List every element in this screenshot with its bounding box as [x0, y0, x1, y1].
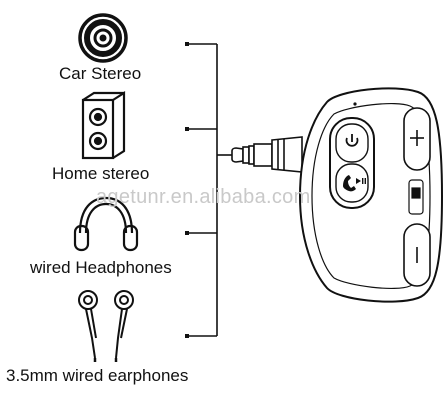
connector-lines [187, 43, 232, 337]
earphones-icon [78, 290, 134, 362]
home-stereo-icon [81, 90, 126, 160]
connector-dots [185, 42, 189, 338]
car-stereo-icon [78, 13, 128, 63]
aux-plug-icon [231, 136, 303, 173]
label-car-stereo: Car Stereo [59, 64, 142, 83]
watermark: agetunr.en.alibaba.com [96, 186, 311, 208]
headphones-icon [73, 196, 139, 252]
volume-up-button [403, 107, 431, 171]
volume-down-button [403, 223, 431, 287]
label-wired-headphones: wired Headphones [30, 258, 172, 277]
power-button-icon [345, 134, 359, 147]
label-wired-earphones: 3.5mm wired earphones [6, 366, 189, 385]
call-play-pause-icon [343, 175, 366, 192]
mode-switch [408, 179, 424, 215]
label-home-stereo: Home stereo [52, 164, 150, 183]
